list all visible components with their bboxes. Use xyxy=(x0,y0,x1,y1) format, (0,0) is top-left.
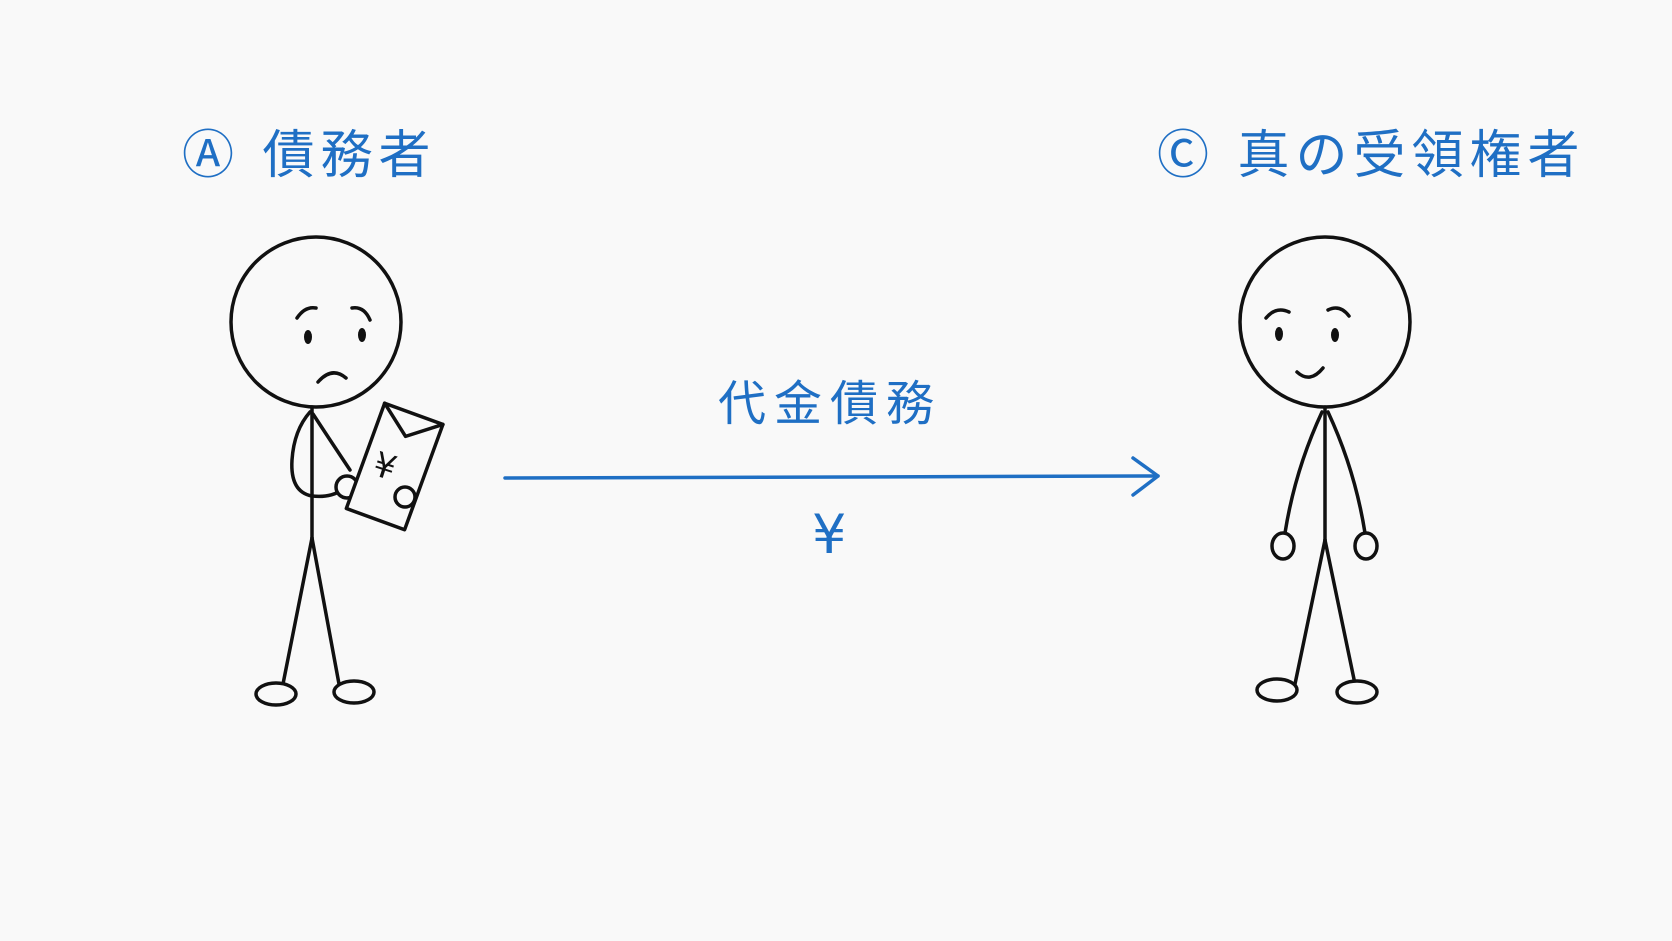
debtor-figure xyxy=(229,235,445,707)
receiver-right-arm xyxy=(1326,410,1367,535)
envelope-icon xyxy=(344,401,445,532)
yen-symbol: ¥ xyxy=(812,503,847,566)
debtor-label: Ⓐ 債務者 xyxy=(182,126,437,186)
receiver-head xyxy=(1238,235,1412,409)
receiver-left-eyebrow xyxy=(1264,308,1291,320)
payment-obligation-label: 代金債務 xyxy=(718,376,943,432)
arrow-head xyxy=(1131,456,1160,497)
receiver-left-arm xyxy=(1283,410,1324,535)
debtor-left-arm xyxy=(290,410,344,499)
arrow-shaft xyxy=(503,474,1160,480)
receiver-left-foot xyxy=(1255,677,1299,703)
debtor-right-arm xyxy=(311,412,352,472)
debtor-left-eyebrow xyxy=(295,305,318,320)
debtor-right-leg xyxy=(310,536,341,686)
receiver-left-eye xyxy=(1275,327,1283,341)
payment-arrow xyxy=(503,456,1160,497)
debtor-left-foot xyxy=(254,681,298,707)
receiver-left-leg xyxy=(1293,538,1327,686)
receiver-left-hand xyxy=(1270,531,1296,561)
debtor-mouth xyxy=(316,371,348,384)
debtor-left-leg xyxy=(281,536,314,686)
debtor-right-eyebrow xyxy=(350,306,372,322)
receiver-right-eye xyxy=(1331,328,1339,342)
debtor-right-hand xyxy=(393,485,417,509)
true-receiver-label: Ⓒ 真の受領権者 xyxy=(1157,126,1586,186)
receiver-right-eyebrow xyxy=(1326,306,1351,318)
receiver-right-foot xyxy=(1335,679,1379,705)
debtor-left-eye xyxy=(304,330,312,344)
receiver-mouth xyxy=(1295,366,1325,379)
true-receiver-figure xyxy=(1238,235,1412,705)
debtor-head xyxy=(229,235,403,409)
debtor-right-foot xyxy=(332,679,376,705)
debtor-right-eye xyxy=(358,328,366,342)
receiver-right-hand xyxy=(1353,531,1379,561)
receiver-right-leg xyxy=(1323,538,1357,686)
